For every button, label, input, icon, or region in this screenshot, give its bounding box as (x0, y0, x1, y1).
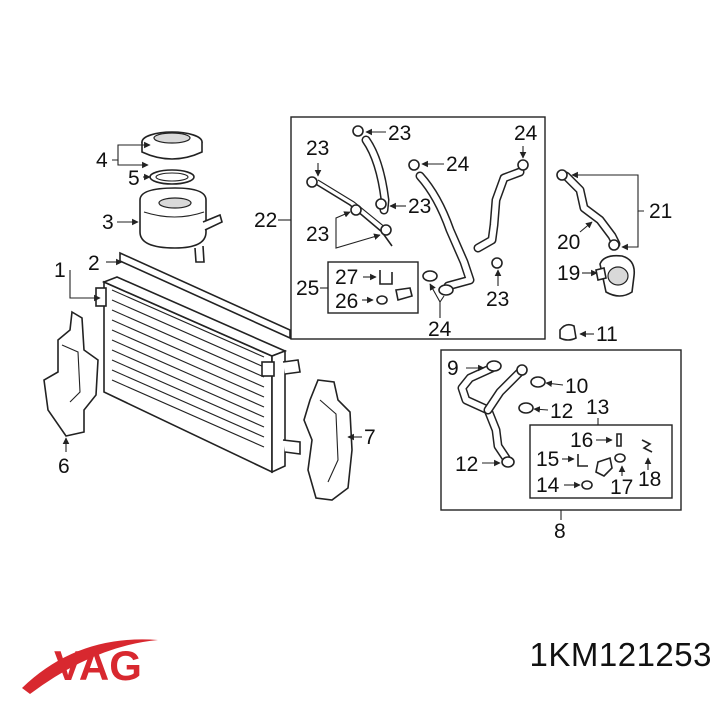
callout-23-bottom: 23 (486, 288, 509, 311)
callout-4: 4 (96, 149, 108, 172)
auxiliary-water-pump (595, 254, 636, 297)
coolant-hose-long (415, 171, 475, 291)
callout-7: 7 (364, 426, 376, 449)
expansion-tank-cap (141, 131, 203, 160)
callout-21: 21 (649, 200, 672, 223)
callout-15: 15 (536, 448, 559, 471)
part-number: 1KM121253 (529, 636, 712, 673)
callout-13: 13 (586, 396, 609, 419)
callout-24-bottom: 24 (428, 318, 452, 341)
callout-23-lower: 23 (306, 223, 329, 246)
radiator (95, 251, 301, 474)
callout-22: 22 (254, 209, 277, 232)
hose-clamp-11 (559, 323, 577, 341)
callout-5: 5 (128, 167, 140, 190)
callout-14: 14 (536, 474, 560, 497)
callout-17: 17 (610, 476, 633, 499)
callout-26: 26 (335, 290, 358, 313)
callout-24-upper: 24 (446, 153, 470, 176)
cap-seal-ring (149, 169, 195, 185)
auxiliary-hose (556, 169, 621, 251)
right-air-guide (303, 379, 353, 501)
callout-12-upper: 12 (550, 400, 573, 423)
callout-23-left: 23 (306, 137, 329, 160)
callout-23-mid: 23 (408, 195, 431, 218)
expansion-tank (139, 187, 223, 263)
coolant-hose-right (473, 167, 525, 253)
callout-24-right: 24 (514, 122, 538, 145)
callout-12-lower: 12 (455, 453, 478, 476)
callout-11: 11 (596, 323, 618, 346)
group-box-22 (290, 116, 546, 340)
callout-1: 1 (54, 259, 66, 282)
group-box-13 (529, 424, 673, 499)
callout-6: 6 (58, 455, 70, 478)
hose-clamps (306, 125, 529, 296)
callout-2: 2 (88, 252, 100, 275)
callout-18: 18 (638, 468, 661, 491)
small-parts-13 (577, 433, 653, 490)
callout-20: 20 (557, 231, 580, 254)
connector-part-26 (376, 287, 413, 305)
callout-10: 10 (565, 375, 588, 398)
callout-23-top: 23 (388, 122, 411, 145)
callout-9: 9 (447, 357, 459, 380)
vag-logo: VAG (22, 639, 158, 694)
callout-8: 8 (554, 520, 566, 543)
left-air-guide (43, 310, 99, 437)
callout-3: 3 (102, 211, 114, 234)
callout-19: 19 (557, 262, 580, 285)
callout-25: 25 (296, 277, 319, 300)
bleed-pipe (313, 179, 393, 247)
clip-part-27 (379, 270, 393, 285)
callout-16: 16 (570, 429, 593, 452)
vag-logo-text: VAG (54, 642, 142, 689)
coolant-pipe-assembly (457, 360, 546, 468)
callout-27: 27 (335, 266, 358, 289)
